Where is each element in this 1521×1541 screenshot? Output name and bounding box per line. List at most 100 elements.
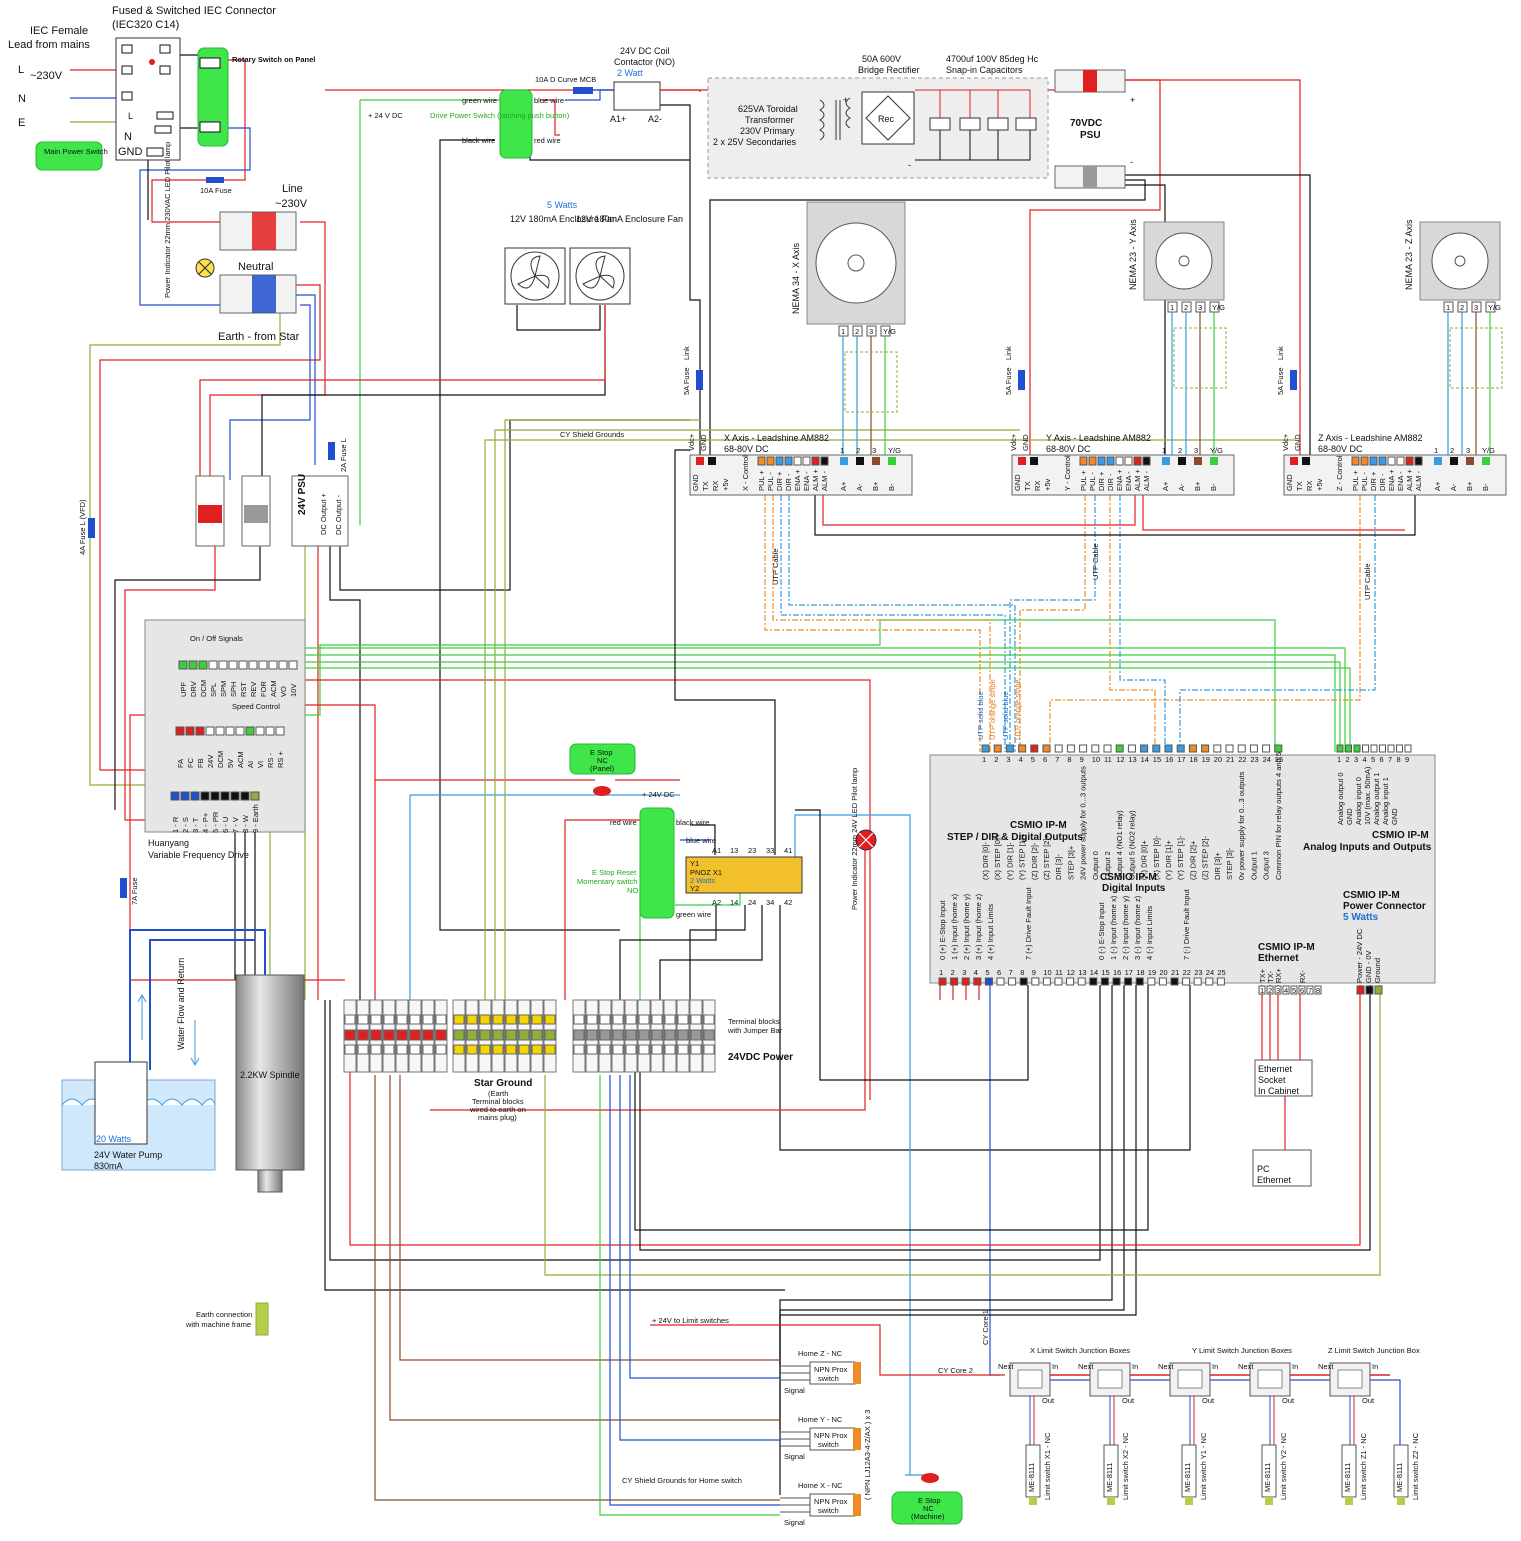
- dc24-terminal-jumper: [599, 1029, 611, 1041]
- drive-control-label: Z - Control: [1335, 455, 1344, 491]
- drive-serial-label: TX: [1023, 481, 1032, 491]
- pnoz-black-wire: black wire: [676, 818, 709, 827]
- pnoz-y1: Y1: [690, 859, 699, 868]
- contactor-title-1: 24V DC Coil: [620, 46, 670, 56]
- drive-control-pin: ENA -: [1396, 471, 1405, 491]
- star-sub-1: (Earth: [488, 1089, 508, 1098]
- csmio-top-terminal: [1042, 744, 1051, 753]
- csmio-bottom-terminal: [1066, 977, 1075, 986]
- drive-power-switch[interactable]: [499, 89, 533, 159]
- motor-name: NEMA 23 - Y Axis: [1128, 219, 1138, 290]
- dc24-terminal-screw: [573, 1014, 585, 1025]
- csmio-bottom-terminal: [961, 977, 970, 986]
- limit-switch-label: Limit switch Z1 - NC: [1359, 1432, 1368, 1500]
- estop-reset-switch[interactable]: [639, 807, 675, 919]
- csmio-bottom-terminal: [984, 977, 993, 986]
- drive-voltage: 68-80V DC: [1046, 444, 1091, 454]
- drive-control-terminal: [1360, 456, 1369, 466]
- rec-label: Rec: [878, 114, 895, 124]
- earth-frame-1: Earth connection: [196, 1310, 252, 1319]
- psu70-label-2: PSU: [1080, 130, 1101, 141]
- flow-down-arrow: [190, 1020, 200, 1067]
- limit-switch-plunger: [1345, 1497, 1353, 1505]
- drive-motor-pin: A-: [855, 483, 864, 491]
- vfd-mid-pin: 5V: [226, 759, 235, 768]
- psu70-minus-jumper: [1083, 166, 1097, 188]
- junction-box-title: X Limit Switch Junction Boxes: [1030, 1346, 1130, 1355]
- home-label: Home Y - NC: [798, 1415, 843, 1424]
- pump-watts: 20 Watts: [96, 1134, 132, 1144]
- pnoz-top-terminal: 33: [766, 846, 774, 855]
- csmio-eth-terminal: [1282, 985, 1290, 995]
- drive-title: Y Axis - Leadshine AM882: [1046, 433, 1151, 443]
- npn-prox-tip: [853, 1494, 861, 1516]
- pilot-lamp-label: Power Indicator 22mm 230VAC LED Pilot la…: [163, 142, 172, 298]
- distribution: Line ~230V Neutral Earth - from Star Pow…: [78, 142, 349, 905]
- estop-machine-icon: [921, 1473, 939, 1483]
- pump-body: [94, 1061, 148, 1145]
- vfd-power-terminal: [210, 791, 220, 801]
- csmio-bottom-terminal: [1135, 977, 1144, 986]
- dc24-terminal-screw: [638, 1044, 650, 1055]
- limit-switch-plunger: [1107, 1497, 1115, 1505]
- dc24-terminal-screw: [664, 1044, 676, 1055]
- csmio-analog-terminal: [1387, 744, 1395, 753]
- csmio-bottom-num: 2: [951, 968, 955, 977]
- ethernet-socket-2: Socket: [1258, 1075, 1286, 1085]
- jb-next: Next: [1078, 1362, 1094, 1371]
- vfd-mid-terminal: [175, 726, 185, 736]
- dist-terminal-jumper: [435, 1029, 447, 1041]
- cy-shield-label: CY Shield Grounds: [560, 430, 624, 439]
- csmio-top-label: Output 5 (NO2 relay): [1127, 810, 1136, 880]
- drive-control-pin: ENA +: [1387, 469, 1396, 491]
- csmio-bottom-label: 7 (+) Drive Fault Input: [1024, 886, 1033, 960]
- transformer-coil: [819, 97, 851, 141]
- main-power-switch[interactable]: [35, 141, 103, 171]
- csmio-bottom-terminal: [950, 977, 959, 986]
- psu-24v-dc-pos: DC Output +: [319, 492, 328, 535]
- terminal-blocks: [343, 999, 716, 1073]
- jb-in: In: [1052, 1362, 1058, 1371]
- csmio-top-terminal: [1237, 744, 1246, 753]
- motor-pin-label: 3: [1198, 303, 1202, 312]
- csmio-eth-terminal: [1258, 985, 1266, 995]
- dist-terminal-screw: [409, 1044, 421, 1055]
- csmio-bottom-terminal: [1193, 977, 1202, 986]
- csmio-top-num: 2: [994, 755, 998, 764]
- csmio-top-label: Output 3: [1262, 851, 1271, 880]
- vfd-top-terminal: [198, 660, 208, 670]
- dc24-terminal-screw: [586, 1044, 598, 1055]
- drive-motor-pin: B+: [1193, 481, 1202, 491]
- vfd-mid-terminal: [225, 726, 235, 736]
- vfd-top-terminal: [188, 660, 198, 670]
- drive-motor-num: 1: [840, 446, 844, 455]
- junction-box-title: Z Limit Switch Junction Box: [1328, 1346, 1420, 1355]
- drive-serial-label: +5v: [1315, 478, 1324, 491]
- star-ground-terminal-screw: [505, 1014, 517, 1025]
- vfd-speed: Speed Control: [232, 702, 280, 711]
- utp-pin-label: UTP solid blue: [1001, 691, 1010, 740]
- drive-motor-pin: A-: [1177, 483, 1186, 491]
- drive-gnd-label: GND: [1021, 434, 1030, 451]
- csmio-analog-num: 9: [1405, 755, 1409, 764]
- limit-switch-plunger: [1397, 1497, 1405, 1505]
- vfd-mid-pin: DCM: [216, 751, 225, 768]
- connector-title-2: (IEC320 C14): [112, 19, 179, 31]
- reset-label-3: NO: [627, 886, 638, 895]
- csmio-power-terminal: [1374, 985, 1383, 995]
- csmio-top-label: Output 0: [1091, 851, 1100, 880]
- star-ground-terminal-jumper: [544, 1029, 556, 1041]
- drive-control-pin: PUL -: [766, 472, 775, 491]
- vfd-power-pin: 2 - S: [181, 817, 190, 833]
- transformer-label-2: Transformer: [745, 115, 794, 125]
- csmio-top-num: 9: [1080, 755, 1084, 764]
- reset-label-2: Momentary switch: [577, 877, 637, 886]
- drive-motor-num: 2: [856, 446, 860, 455]
- estop-machine[interactable]: [891, 1491, 963, 1525]
- estop-panel[interactable]: [569, 743, 636, 775]
- csmio-bottom-label: 0 (+) E-Stop Input: [938, 900, 947, 960]
- drive-motor-terminal: [872, 457, 880, 465]
- csmio-top-terminal: [1005, 744, 1014, 753]
- csmio-power-label: Ground: [1373, 958, 1382, 983]
